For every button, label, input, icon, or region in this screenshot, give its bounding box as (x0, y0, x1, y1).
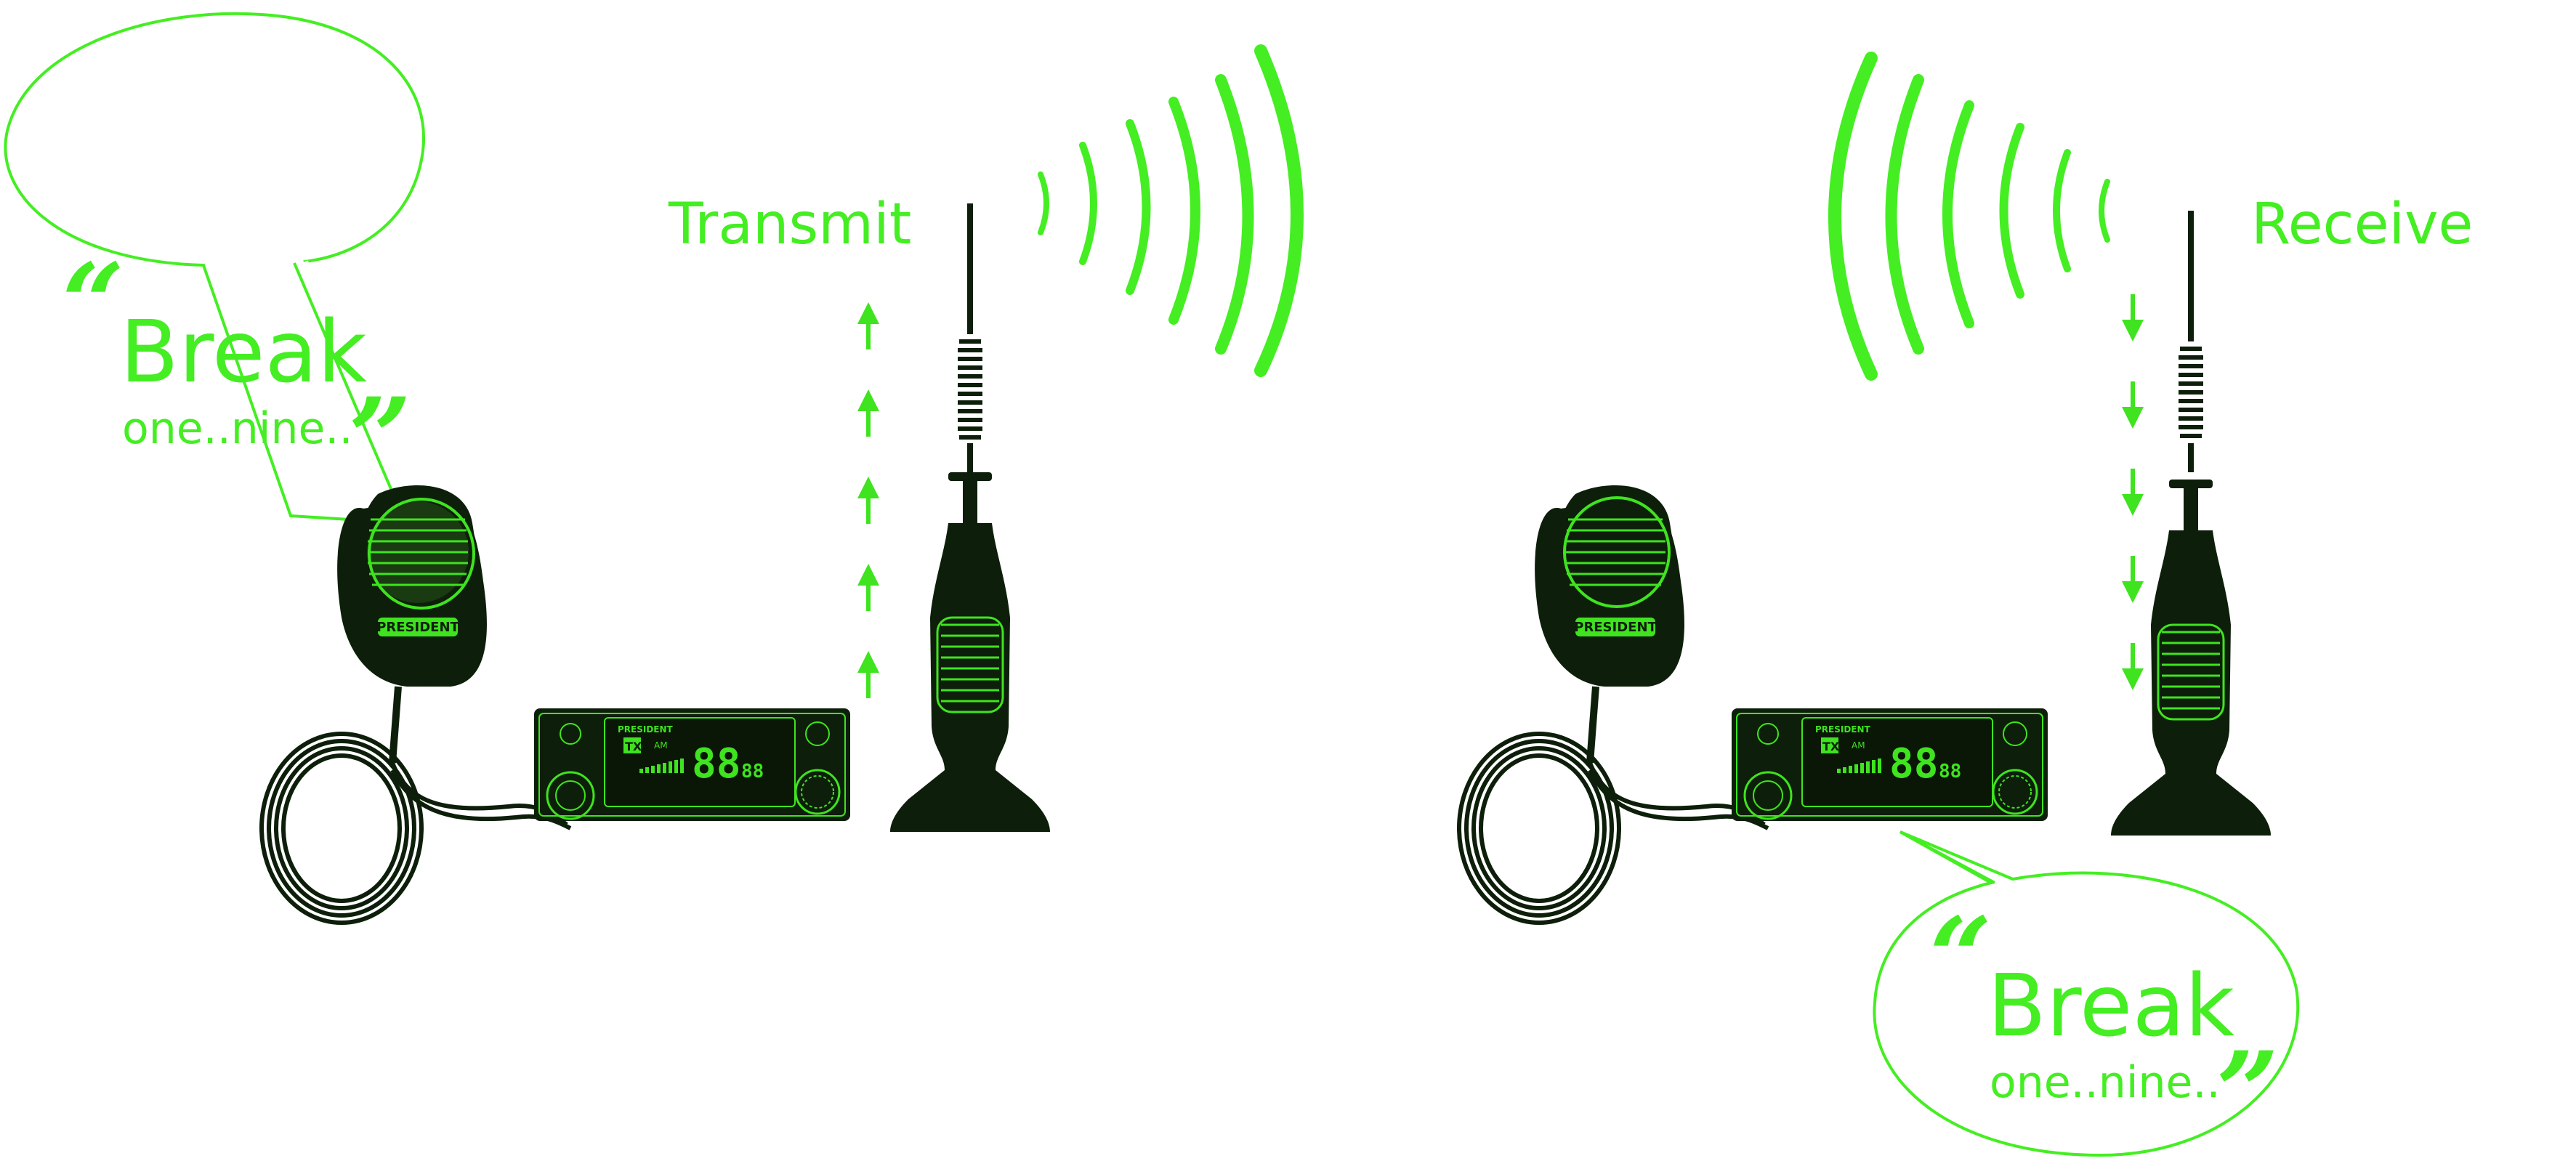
bubble-sub: one..nine.. (122, 403, 353, 454)
microphone: PRESIDENT (1457, 485, 1769, 925)
cb-radio-unit: PRESIDENT TX AM 88 88 (1732, 708, 2048, 821)
open-quote: “ (1929, 894, 1992, 1022)
bubble-word: Break (1987, 955, 2234, 1056)
small-digits: 88 (1939, 761, 1961, 782)
coiled-cord (259, 732, 572, 925)
close-quote: ” (349, 374, 411, 502)
channel-digits: 88 (1889, 740, 1938, 788)
arrow-down-icon (2122, 381, 2144, 429)
arrow-up-icon (857, 302, 879, 349)
radio-wave-icon (1942, 100, 1974, 328)
channel-digits: 88 (692, 740, 740, 788)
radio-wave-icon (2053, 149, 2071, 272)
transmit-station: “ Break one..nine.. ” PRESIDENT (4, 12, 1304, 925)
tx-badge: TX (1822, 740, 1840, 753)
receive-arrows (2122, 294, 2144, 690)
mode-label: AM (1852, 740, 1865, 751)
antenna-transmit (890, 203, 1050, 832)
cb-radio-unit: PRESIDENT TX AM 88 88 (534, 708, 850, 821)
arrow-down-icon (2122, 643, 2144, 690)
mode-label: AM (654, 740, 668, 751)
radio-wave-icon (1168, 97, 1200, 325)
arrow-down-icon (2122, 556, 2144, 603)
radio-brand: PRESIDENT (1815, 724, 1871, 735)
mic-brand: PRESIDENT (376, 620, 459, 635)
radio-wave-icon (1254, 44, 1304, 377)
small-digits: 88 (741, 761, 764, 782)
antenna-receive (2111, 211, 2271, 836)
arrow-up-icon (857, 477, 879, 524)
arrow-down-icon (2122, 294, 2144, 341)
tx-badge: TX (625, 740, 642, 753)
radio-wave-icon (1885, 74, 1924, 355)
speech-bubble-transmit: “ Break one..nine.. ” (4, 12, 426, 525)
transmit-arrows (857, 302, 879, 698)
microphone: PRESIDENT (259, 485, 572, 925)
radio-wave-icon (1215, 74, 1254, 355)
arrow-up-icon (857, 564, 879, 611)
arrow-up-icon (857, 651, 879, 698)
transmit-label: Transmit (668, 192, 911, 257)
incoming-waves (1828, 52, 2110, 381)
coiled-cord (1457, 732, 1769, 925)
radio-brand: PRESIDENT (618, 724, 674, 735)
radio-wave-icon (1999, 123, 2024, 299)
bubble-word: Break (120, 302, 367, 402)
outgoing-waves (1038, 44, 1304, 377)
radio-wave-icon (1038, 171, 1049, 235)
radio-wave-icon (1079, 142, 1097, 265)
radio-wave-icon (1828, 52, 1878, 381)
radio-wave-icon (1126, 119, 1151, 295)
speech-bubble-receive: “ Break one..nine.. ” (1873, 830, 2300, 1157)
receive-label: Receive (2251, 192, 2473, 257)
radio-wave-icon (2099, 179, 2110, 243)
bubble-sub: one..nine.. (1990, 1057, 2221, 1108)
mic-brand: PRESIDENT (1574, 620, 1657, 635)
arrow-up-icon (857, 389, 879, 437)
receive-station: Receive (1457, 52, 2473, 1157)
open-quote: “ (62, 240, 124, 368)
close-quote: ” (2216, 1028, 2279, 1156)
arrow-down-icon (2122, 469, 2144, 516)
